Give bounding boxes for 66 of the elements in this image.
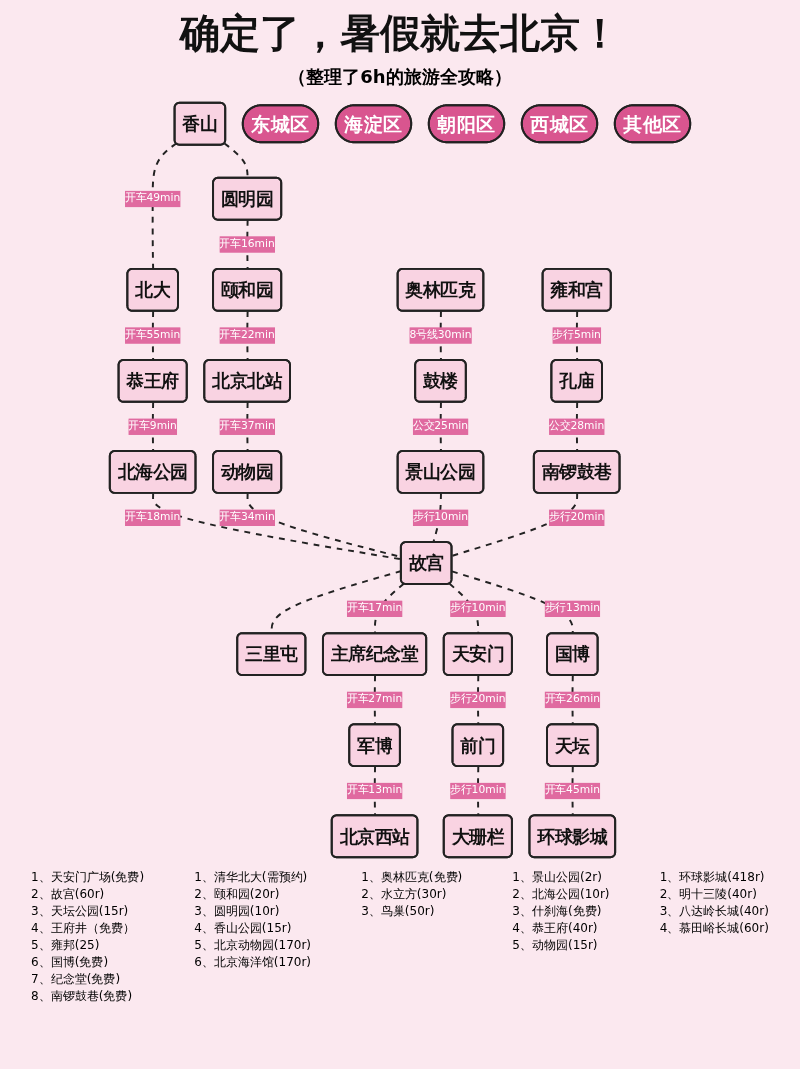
connector xyxy=(477,765,480,817)
attraction-list-item: 2、北海公园(10r) xyxy=(512,886,610,903)
connector xyxy=(373,674,376,726)
attraction-list-item: 4、王府井（免费） xyxy=(31,920,136,937)
connector xyxy=(373,582,405,635)
attraction-list-item: 2、水立方(30r) xyxy=(361,886,448,903)
connector xyxy=(246,401,249,453)
connector xyxy=(151,401,155,453)
edge-label: 开车49min xyxy=(125,191,181,205)
attraction-list-item: 6、国博(免费) xyxy=(31,954,110,971)
edge-label: 开车22min xyxy=(219,328,275,341)
attraction-list-item: 8、南锣鼓巷(免费) xyxy=(31,988,134,1005)
edge-label: 开车34min xyxy=(219,510,275,524)
attraction-list-item: 3、八达岭长城(40r) xyxy=(659,903,769,920)
attraction-list-item: 2、明十三陵(40r) xyxy=(659,886,758,903)
connector xyxy=(571,674,574,726)
edge-label: 开车16min xyxy=(219,237,275,250)
attraction-list-item: 2、故宫(60r) xyxy=(31,886,106,903)
attraction-list-item: 3、鸟巢(50r) xyxy=(361,903,436,920)
edge-label: 开车26min xyxy=(544,692,600,706)
edge-label: 公交28min xyxy=(549,419,605,433)
attraction-list-item: 4、香山公园(15r) xyxy=(194,920,293,937)
edge-label: 步行10min xyxy=(450,783,506,797)
attraction-list-item: 7、纪念堂(免费) xyxy=(31,971,122,988)
attraction-list-item: 1、环球影城(418r) xyxy=(659,869,766,886)
edge-label: 8号线30min xyxy=(409,328,472,341)
edge-label: 开车17min xyxy=(346,601,403,615)
connector xyxy=(270,570,403,635)
edge-label: 开车45min xyxy=(544,783,600,797)
connector xyxy=(477,674,480,726)
attraction-list-item: 5、动物园(15r) xyxy=(512,937,599,954)
attraction-list-item: 3、什刹海(免费) xyxy=(512,903,603,920)
edge-label: 开车55min xyxy=(125,328,181,341)
title: 确定了，暑假就去北京！ xyxy=(178,9,621,58)
edge-label: 开车9min xyxy=(128,419,177,433)
attraction-list-item: 1、景山公园(2r) xyxy=(512,869,603,886)
attraction-list-item: 4、慕田峪长城(60r) xyxy=(659,920,769,937)
connector xyxy=(571,765,574,817)
edge-label: 开车27min xyxy=(346,692,403,706)
attraction-list-item: 3、天坛公园(15r) xyxy=(31,903,130,920)
attraction-list-item: 6、北京海洋馆(170r) xyxy=(194,954,312,971)
connector xyxy=(451,492,579,557)
attraction-list-item: 2、颐和园(20r) xyxy=(194,886,281,903)
attraction-list-item: 1、奥林匹克(免费) xyxy=(361,869,463,886)
edge-label: 步行5min xyxy=(552,328,601,341)
attraction-list-item: 4、恭王府(40r) xyxy=(512,920,599,937)
edge-label: 开车18min xyxy=(125,510,181,524)
attraction-list-item: 1、天安门广场(免费) xyxy=(31,869,145,886)
edge-label: 步行20min xyxy=(549,510,605,524)
edge-label: 步行10min xyxy=(450,601,506,615)
subtitle: （整理了6h的旅游全攻略） xyxy=(288,65,512,89)
attraction-list-item: 5、雍邦(25) xyxy=(31,937,101,954)
edge-label: 步行10min xyxy=(412,510,469,524)
connector xyxy=(451,570,574,635)
edge-label: 步行20min xyxy=(450,692,506,706)
attraction-list-item: 3、圆明园(10r) xyxy=(194,903,281,920)
connector xyxy=(439,401,442,453)
edge-label: 开车13min xyxy=(346,783,403,797)
connector xyxy=(575,401,579,453)
attraction-list-item: 1、清华北大(需预约) xyxy=(194,869,309,886)
edge-label: 公交25min xyxy=(412,419,469,433)
edge-label: 开车37min xyxy=(219,419,275,433)
connector xyxy=(373,765,376,817)
edge-label: 步行13min xyxy=(544,601,600,615)
attraction-list-item: 5、北京动物园(170r) xyxy=(194,937,312,954)
connector xyxy=(432,492,442,544)
